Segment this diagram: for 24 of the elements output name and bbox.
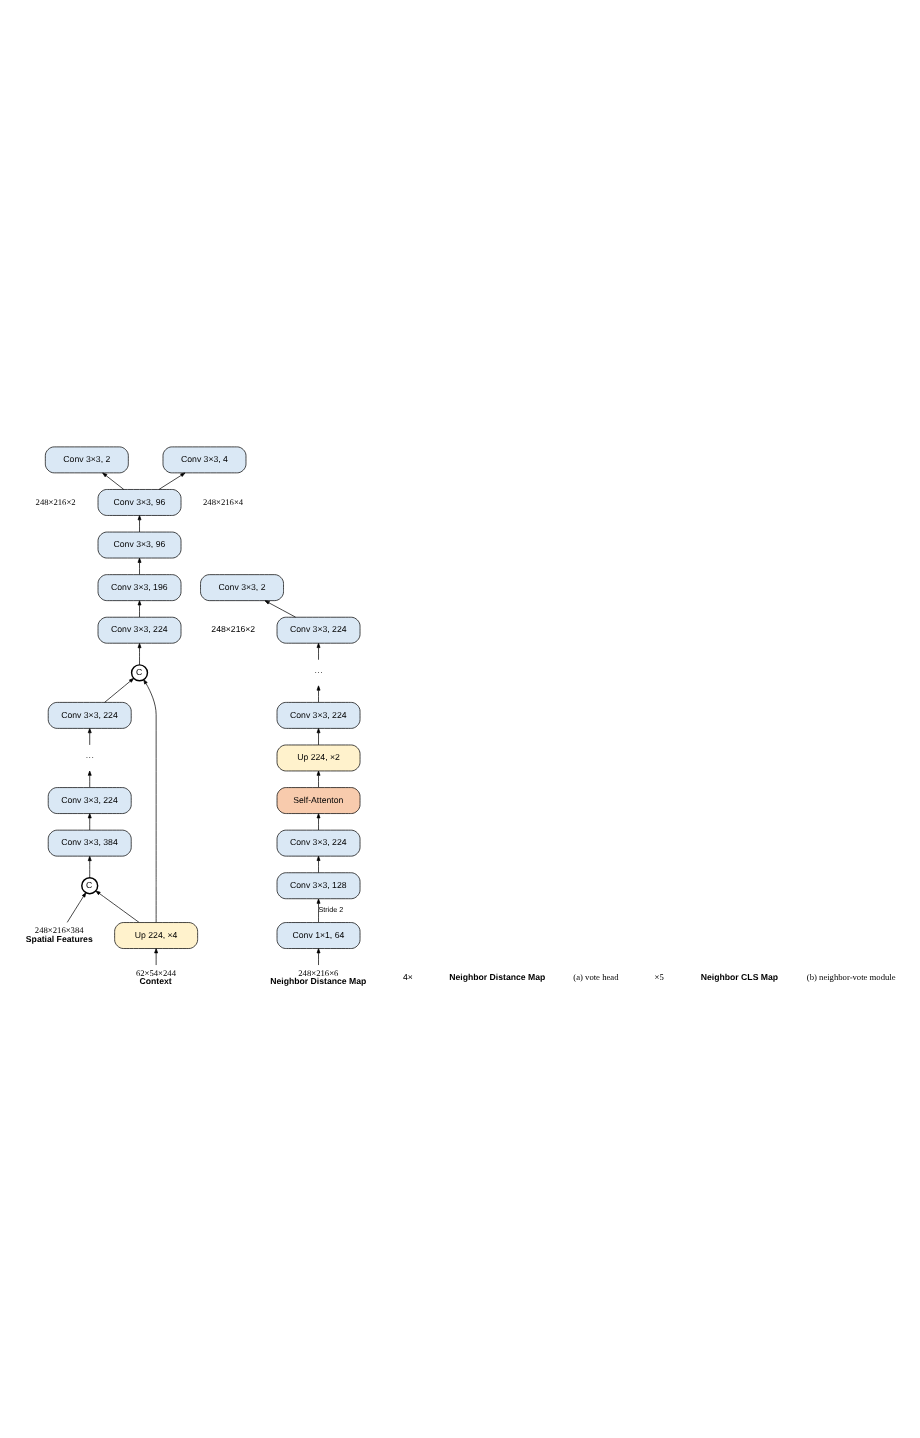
arrow — [264, 600, 296, 618]
arrow — [137, 643, 142, 666]
arrow — [316, 728, 321, 746]
arrow — [154, 948, 158, 966]
arrow — [316, 770, 321, 788]
arrow — [158, 472, 186, 490]
arrow — [87, 728, 92, 746]
arrow — [87, 855, 92, 878]
arrow — [137, 600, 142, 618]
arrow — [87, 813, 92, 831]
arrow — [95, 890, 140, 923]
arrow — [316, 948, 321, 966]
arrow — [102, 472, 125, 490]
arrow — [137, 557, 142, 575]
arrow — [104, 678, 135, 703]
arrow — [87, 770, 92, 788]
arrow — [143, 679, 157, 923]
arrow — [316, 685, 321, 703]
arrow — [316, 855, 321, 874]
arrow — [316, 898, 321, 923]
arrow — [66, 892, 87, 923]
arrow — [137, 515, 142, 533]
arrow — [316, 642, 321, 661]
arrow — [316, 813, 321, 831]
